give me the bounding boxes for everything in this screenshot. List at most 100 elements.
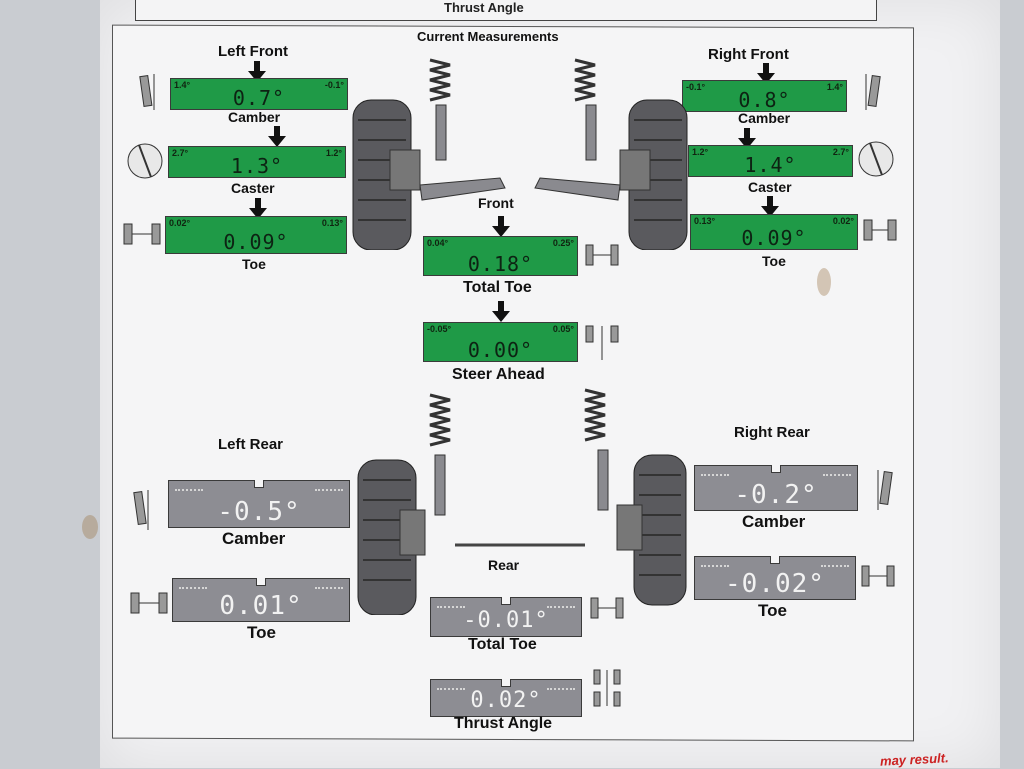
total-toe-value: -0.01°	[463, 608, 549, 633]
steer-icon	[585, 325, 619, 360]
gauge-dots	[547, 688, 575, 690]
steer-ahead-label: Steer Ahead	[452, 366, 545, 383]
gauge-notch	[770, 556, 780, 564]
thrust-angle-gauge: 0.02°	[430, 679, 582, 717]
toe-value: 0.09°	[223, 230, 289, 254]
front-axle-label: Front	[478, 195, 514, 211]
thrust-angle-label: Thrust Angle	[454, 715, 553, 732]
gauge-dots	[437, 688, 465, 690]
caster-icon	[858, 141, 894, 177]
range-max: 0.02°	[832, 216, 854, 226]
left-front-camber-gauge: 1.4° -0.1° 0.7°	[170, 78, 348, 110]
gauge-dots	[701, 474, 729, 476]
caster-value: 1.3°	[230, 154, 284, 178]
front-total-toe-label: Total Toe	[463, 279, 532, 296]
rear-axle-label: Rear	[488, 557, 520, 573]
gauge-dots	[547, 606, 575, 608]
rear-suspension-illustration	[357, 388, 687, 615]
steer-ahead-arrow	[492, 301, 510, 322]
gauge-notch	[501, 597, 511, 605]
steer-ahead-value: 0.00°	[467, 338, 534, 362]
camber-value: 0.8°	[738, 88, 791, 112]
range-min: 2.7°	[172, 148, 189, 158]
left-toe-arrow	[249, 198, 267, 219]
toe-icon	[863, 219, 897, 241]
gauge-dots	[437, 606, 465, 608]
left-rear-label: Left Rear	[218, 436, 284, 453]
left-front-camber-label: Camber	[228, 109, 281, 125]
right-front-caster-gauge: 1.2° 2.7° 1.4°	[688, 145, 853, 177]
paper-stain	[817, 268, 831, 296]
gauge-dots	[823, 474, 851, 476]
left-front-toe-label: Toe	[242, 256, 266, 272]
rear-total-toe-label: Total Toe	[468, 636, 537, 653]
toe-value: -0.02°	[725, 569, 825, 599]
gauge-dots	[175, 489, 203, 491]
camber-value: -0.2°	[734, 480, 818, 510]
left-front-toe-gauge: 0.02° 0.13° 0.09°	[165, 216, 347, 254]
previous-section-strip: Thrust Angle	[135, 0, 877, 21]
range-max: 2.7°	[832, 147, 849, 157]
right-front-caster-label: Caster	[748, 179, 792, 195]
camber-value: 0.7°	[232, 86, 286, 110]
range-max: -0.1°	[324, 80, 344, 90]
panel-title: Current Measurements	[417, 29, 559, 44]
left-front-label: Left Front	[218, 43, 288, 60]
right-front-label: Right Front	[708, 46, 789, 63]
caster-value: 1.4°	[744, 153, 797, 177]
gauge-notch	[254, 480, 264, 488]
range-min: 1.4°	[174, 80, 191, 90]
total-toe-value: 0.18°	[467, 252, 534, 276]
paper-stain	[82, 515, 98, 539]
range-min: 0.04°	[427, 238, 449, 248]
gauge-dots	[701, 565, 729, 567]
toe-icon	[590, 597, 624, 619]
toe-icon	[585, 244, 619, 266]
gauge-notch	[771, 465, 781, 473]
rear-total-toe-gauge: -0.01°	[430, 597, 582, 637]
left-front-caster-gauge: 2.7° 1.2° 1.3°	[168, 146, 346, 178]
total-toe-arrow	[492, 216, 510, 237]
left-rear-camber-label: Camber	[222, 529, 286, 548]
range-max: 1.4°	[826, 82, 843, 92]
thrust-icon	[593, 669, 621, 707]
gauge-notch	[501, 679, 511, 687]
toe-icon	[123, 223, 161, 245]
gauge-dots	[315, 587, 343, 589]
camber-icon	[877, 470, 893, 510]
gauge-dots	[821, 565, 849, 567]
range-max: 0.25°	[552, 238, 574, 248]
gauge-dots	[179, 587, 207, 589]
left-front-caster-label: Caster	[231, 180, 275, 196]
left-caster-arrow	[268, 126, 286, 147]
right-front-toe-label: Toe	[762, 253, 786, 269]
toe-icon	[861, 565, 895, 587]
range-max: 1.2°	[325, 148, 342, 158]
right-rear-toe-label: Toe	[758, 601, 787, 620]
caster-icon	[127, 143, 163, 179]
right-rear-camber-gauge: -0.2°	[694, 465, 858, 511]
left-camber-arrow	[248, 61, 266, 82]
range-min: -0.1°	[686, 82, 706, 92]
right-caster-arrow	[738, 128, 756, 149]
range-min: -0.05°	[427, 324, 452, 334]
left-rear-toe-label: Toe	[247, 623, 276, 642]
right-rear-toe-gauge: -0.02°	[694, 556, 856, 600]
toe-icon	[130, 592, 168, 614]
camber-icon	[865, 74, 881, 110]
right-rear-label: Right Rear	[734, 424, 810, 441]
right-front-camber-gauge: -0.1° 1.4° 0.8°	[682, 80, 847, 112]
range-max: 0.05°	[552, 324, 574, 334]
gauge-dots	[315, 489, 343, 491]
front-total-toe-gauge: 0.04° 0.25° 0.18°	[423, 236, 578, 276]
camber-icon	[133, 490, 149, 530]
top-strip-label: Thrust Angle	[444, 0, 524, 15]
left-rear-camber-gauge: -0.5°	[168, 480, 350, 528]
right-rear-camber-label: Camber	[742, 512, 806, 531]
range-max: 0.13°	[321, 218, 343, 228]
right-camber-arrow	[757, 63, 775, 84]
gauge-notch	[256, 578, 266, 586]
right-toe-arrow	[761, 196, 779, 217]
front-suspension-illustration	[352, 58, 688, 250]
toe-value: 0.01°	[219, 591, 303, 621]
